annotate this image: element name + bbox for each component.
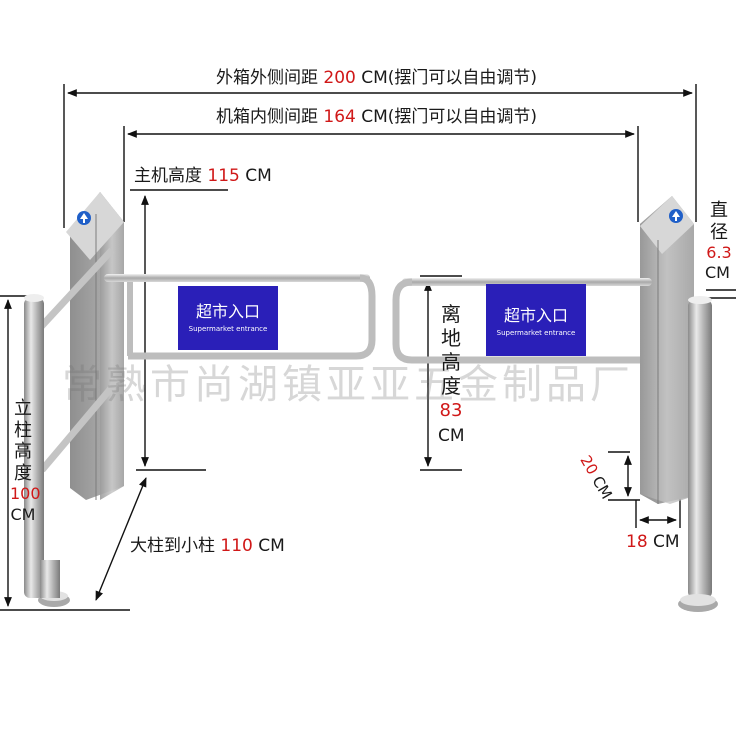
right-sign-text: 超市入口 Supermarket entrance <box>486 302 586 337</box>
label-char: 柱 <box>14 419 32 441</box>
diameter-label: 直 径 6.3 CM <box>705 200 732 284</box>
left-turnstile <box>24 192 376 607</box>
sign-subtitle: Supermarket entrance <box>188 325 268 333</box>
sign-subtitle: Supermarket entrance <box>496 329 576 337</box>
label-unit: CM <box>10 504 36 524</box>
label-value: 110 <box>220 536 253 556</box>
watermark: 常熟市尚湖镇亚亚五金制品厂 <box>62 362 634 408</box>
label-value: 100 <box>10 484 41 504</box>
sign-title: 超市入口 <box>503 306 568 325</box>
left-entrance-sign <box>178 286 278 350</box>
label-text: CM <box>239 166 272 186</box>
label-text: 外箱外侧间距 <box>216 68 324 88</box>
label-char: 立 <box>14 398 32 419</box>
label-char: 直 <box>710 200 728 221</box>
label-char: 度 <box>441 374 461 398</box>
label-value: 83 <box>439 400 463 421</box>
label-value: 200 <box>323 68 356 88</box>
label-text: CM <box>252 536 285 556</box>
label-text: 主机高度 <box>134 166 208 186</box>
post-distance-label: 大柱到小柱 110 CM <box>130 538 285 555</box>
right-entrance-sign <box>486 284 586 356</box>
label-char: 度 <box>14 462 32 484</box>
right-turnstile <box>392 196 718 612</box>
label-value: 164 <box>323 107 356 127</box>
label-text: 大柱到小柱 <box>130 536 221 556</box>
label-char: 高 <box>14 441 32 463</box>
left-sign-text: 超市入口 Supermarket entrance <box>178 298 278 333</box>
sign-title: 超市入口 <box>195 302 260 321</box>
label-text: CM(摆门可以自由调节) <box>355 107 538 127</box>
box-width-label: 18 CM <box>626 534 680 551</box>
label-unit: CM <box>438 425 465 446</box>
label-value: 115 <box>207 166 240 186</box>
label-unit: CM <box>653 532 680 552</box>
inner-width-label: 机箱内侧间距 164 CM(摆门可以自由调节) <box>216 109 537 126</box>
label-text: 机箱内侧间距 <box>216 107 324 127</box>
label-unit: CM <box>705 263 730 283</box>
post-height-label: 立 柱 高 度 100 CM <box>10 398 41 525</box>
gate-ground-height-label: 离 地 高 度 83 CM <box>438 302 465 446</box>
label-char: 地 <box>441 326 461 350</box>
label-char: 径 <box>710 221 728 243</box>
label-char: 高 <box>441 350 461 374</box>
dimension-lines <box>0 84 736 611</box>
host-height-label: 主机高度 115 CM <box>134 168 272 185</box>
label-value: 18 <box>626 532 648 552</box>
label-value: 6.3 <box>706 243 732 263</box>
label-text: CM(摆门可以自由调节) <box>355 68 538 88</box>
outer-width-label: 外箱外侧间距 200 CM(摆门可以自由调节) <box>216 70 537 87</box>
label-char: 离 <box>441 302 461 326</box>
